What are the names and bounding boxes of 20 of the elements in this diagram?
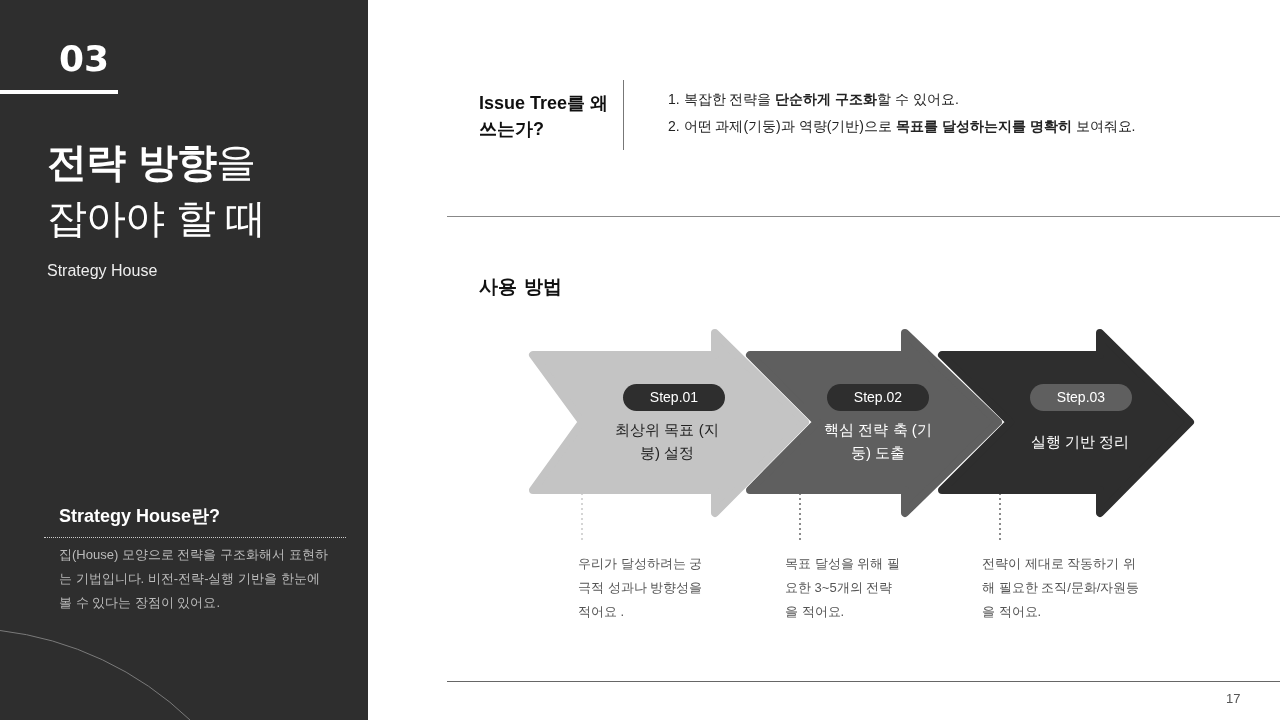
step-title: 최상위 목표 (지붕) 설정 [614,420,720,463]
panel-heading: Strategy House란? [59,505,221,528]
question-heading: Issue Tree를 왜 쓰는가? [479,92,609,141]
slide-title: 전략 방향을 잡아야 할 때 [47,138,267,243]
step-description: 우리가 달성하려는 궁극적 성과나 방향성을 적어요 . [578,552,713,624]
step-description: 목표 달성을 위해 필요한 3~5개의 전략을 적어요. [785,552,903,624]
step-title: 핵심 전략 축 (기둥) 도출 [823,420,933,463]
step-description: 전략이 제대로 작동하기 위해 필요한 조직/문화/자원등을 적어요. [982,552,1142,624]
section-number: 03 [59,38,110,79]
chevron-arrow [937,328,1195,518]
page-number: 17 [1226,691,1241,706]
step-pill: Step.03 [1030,384,1132,411]
panel-paragraph: 집(House) 모양으로 전략을 구조화해서 표현하는 기법입니다. 비전-전략-실행 기반을 한눈에 볼 수 있다는 장점이 있어요. [59,546,329,612]
step-pill: Step.02 [827,384,929,411]
section-heading: 사용 방법 [479,274,562,299]
list-item: 1. 복잡한 전략을 단순하게 구조화할 수 있어요. [668,91,959,109]
step-pill: Step.01 [623,384,725,411]
subtitle: Strategy House [47,262,158,280]
list-item: 2. 어떤 과제(기둥)과 역량(기반)으로 목표를 달성하는지를 명확히 보여줘요. [668,118,1136,136]
step-title: 실행 기반 정리 [1029,432,1131,452]
